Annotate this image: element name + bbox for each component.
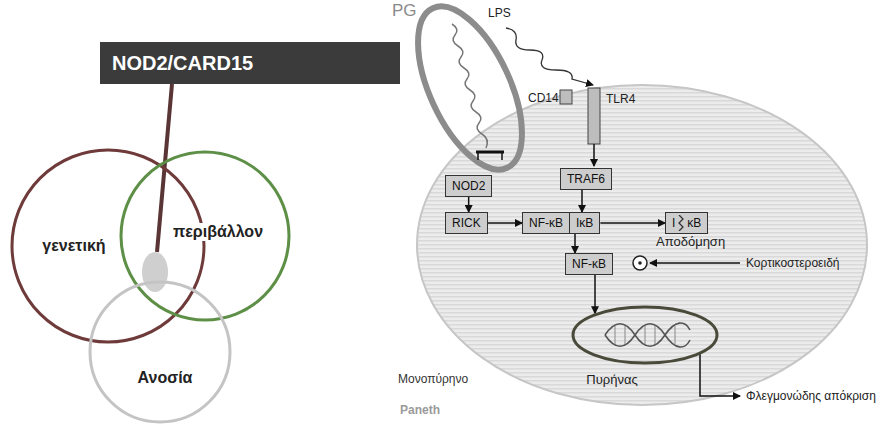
pathway-box: RICK [445, 212, 488, 234]
pg-highlight-ellipse [397, 0, 544, 185]
gene-bar: NOD2/CARD15 [100, 42, 400, 84]
text-label: CD14 [528, 91, 559, 105]
cell-body [417, 85, 867, 405]
lps-wavy-arrow [506, 28, 593, 85]
node-outline [570, 304, 720, 366]
text-label: Paneth [400, 403, 440, 417]
dna-rungs [615, 326, 675, 344]
nucleus-label: Πυρήνας [586, 372, 637, 387]
venn-label: περιβάλλον [170, 223, 266, 241]
venn-circle: Ανοσία [87, 279, 233, 425]
corticosteroid-arrow [650, 262, 740, 264]
text-label: Φλεγμονώδης απόκριση [746, 389, 876, 403]
inhibition-dot [638, 261, 642, 265]
text-label: TLR4 [606, 92, 635, 106]
complex-box: NF-κBIκB [522, 212, 600, 234]
venn-intersection [142, 252, 168, 292]
response-arrow [700, 353, 740, 396]
text-label: Κορτικοστεροειδή [746, 256, 840, 270]
flow-arrow [581, 190, 583, 212]
flow-arrow [574, 234, 576, 253]
tlr4-arrow [593, 144, 595, 166]
flow-arrow [468, 197, 470, 212]
flow-arrow [594, 275, 596, 313]
flow-arrow [600, 222, 665, 224]
box-label: TRAF6 [567, 171, 605, 187]
text-label: LPS [488, 6, 511, 20]
pathway-box: NF-κB [565, 253, 613, 275]
nod2-receptor-bar [476, 151, 504, 154]
dna-strand [605, 323, 690, 346]
node-outline [87, 279, 233, 425]
cd14-receptor [560, 90, 572, 104]
box-label: RICK [452, 215, 481, 231]
box-label: NF-κB [572, 256, 606, 272]
break-zigzag [677, 215, 685, 231]
text-label: Μονοπύρηνο [398, 372, 468, 386]
nucleus-ellipse: Πυρήνας [570, 304, 720, 366]
text-label: Αποδόμηση [656, 235, 725, 249]
pathway-box: NOD2 [445, 175, 492, 197]
venn-label: γενετική [39, 237, 108, 255]
gene-label: NOD2/CARD15 [112, 52, 253, 74]
box-label: NOD2 [452, 178, 485, 194]
venn-label: Ανοσία [135, 369, 196, 387]
flow-arrow [488, 222, 522, 224]
venn-circle-outline [90, 282, 230, 422]
box-label: κB [687, 215, 701, 231]
venn-circle-outline [121, 152, 289, 320]
degraded-box: IκB [665, 212, 708, 234]
inhibition-symbol [633, 256, 647, 270]
box-label: IκB [569, 213, 599, 233]
pathway-box: TRAF6 [560, 168, 612, 190]
tlr4-receptor [588, 88, 600, 144]
box-label: I [672, 215, 675, 231]
nucleus-outline [573, 307, 717, 363]
box-label: NF-κB [523, 213, 569, 233]
nod2-receptor-ticks [478, 152, 502, 160]
peptidoglycan-strand [452, 24, 487, 148]
text-label: PG [392, 4, 417, 18]
break-zigzag-line [679, 215, 683, 231]
dna-strand [605, 324, 690, 347]
